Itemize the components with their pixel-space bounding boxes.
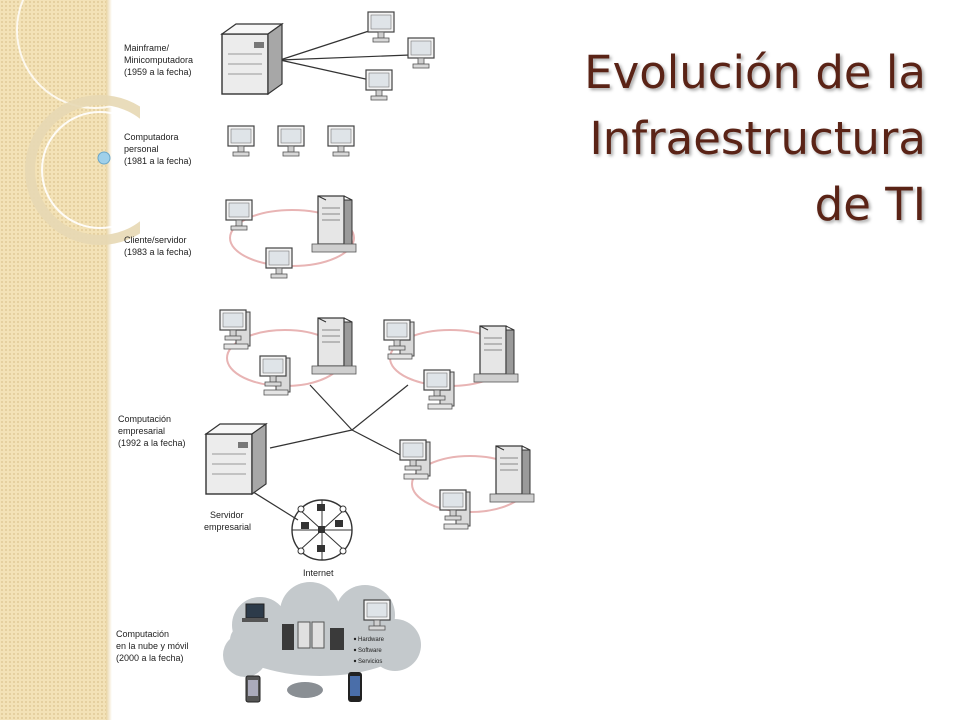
title-line-2: Infraestructura bbox=[589, 112, 927, 165]
server-icon bbox=[489, 445, 535, 503]
client-icon bbox=[265, 247, 293, 279]
workstation-icon bbox=[424, 370, 454, 409]
pc-group bbox=[227, 125, 355, 157]
decorative-dot-icon bbox=[97, 151, 111, 165]
side-strip-edge bbox=[106, 0, 112, 720]
era-label-pc: Computadora personal (1981 a la fecha) bbox=[124, 132, 192, 166]
cloud-group: Hardware Software Servicios bbox=[223, 582, 421, 703]
laptop-icon bbox=[245, 603, 265, 619]
era-label-client-server: Cliente/servidor (1983 a la fecha) bbox=[124, 235, 192, 257]
it-infrastructure-diagram: Mainframe/ Minicomputadora (1959 a la fe… bbox=[116, 11, 535, 703]
terminal-icon bbox=[367, 11, 395, 43]
era-label-cloud: Computación en la nube y móvil (2000 a l… bbox=[116, 629, 191, 663]
pc-icon bbox=[277, 125, 305, 157]
era-label-mainframe: Mainframe/ Minicomputadora (1959 a la fe… bbox=[124, 43, 196, 77]
router-icon bbox=[287, 682, 323, 698]
title-line-1: Evolución de la bbox=[584, 46, 926, 99]
decorative-circles bbox=[16, 0, 140, 245]
terminal-icon bbox=[365, 69, 393, 101]
server-icon bbox=[311, 195, 357, 253]
pc-icon bbox=[227, 125, 255, 157]
slide-title: Evolución de la Infraestructura de TI bbox=[506, 40, 926, 238]
era-label-enterprise: Computación empresarial (1992 a la fecha… bbox=[118, 414, 186, 448]
mainframe-network bbox=[221, 11, 435, 101]
enterprise-network: Servidor empresarial Internet bbox=[204, 310, 535, 578]
enterprise-server-icon bbox=[205, 423, 267, 495]
mainframe-icon bbox=[221, 23, 283, 95]
enterprise-server-label: Servidor empresarial bbox=[204, 510, 251, 532]
workstation-icon bbox=[400, 440, 430, 479]
cloud-services-list: Hardware Software Servicios bbox=[358, 637, 386, 665]
internet-globe-icon bbox=[291, 499, 353, 561]
server-icon bbox=[311, 317, 357, 375]
workstation-icon bbox=[440, 490, 470, 529]
title-line-3: de TI bbox=[814, 178, 926, 231]
workstation-icon bbox=[260, 356, 290, 395]
client-server-group bbox=[225, 195, 357, 279]
internet-label: Internet bbox=[303, 568, 334, 578]
workstation-icon bbox=[384, 320, 414, 359]
server-icon bbox=[282, 624, 294, 650]
server-icon bbox=[473, 325, 519, 383]
terminal-icon bbox=[407, 37, 435, 69]
client-icon bbox=[225, 199, 253, 231]
pc-icon bbox=[327, 125, 355, 157]
